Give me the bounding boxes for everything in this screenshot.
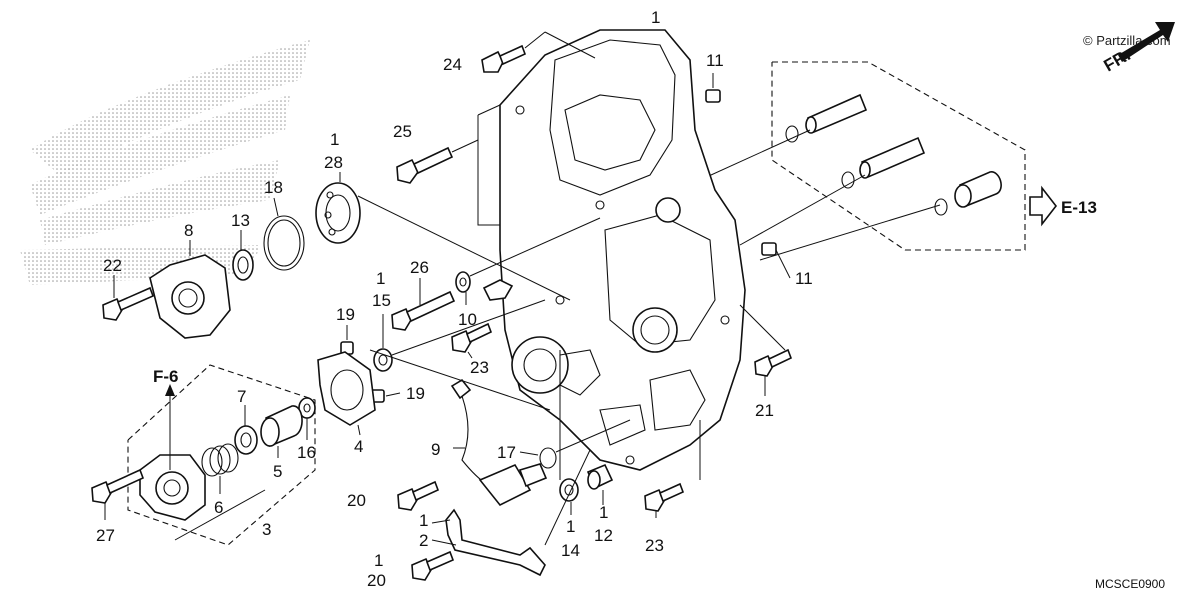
callout-labels: 1 11 24 25 1 28 18 13 8 22 11 26 1 15 10… — [96, 8, 813, 590]
bearing-housing-8 — [149, 240, 231, 339]
bracket-2 — [431, 508, 546, 577]
washer-10 — [455, 217, 601, 305]
bolt-26 — [391, 278, 456, 331]
callout-9: 9 — [431, 440, 440, 459]
callout-1-2: 1 — [419, 511, 428, 530]
callout-28: 28 — [324, 153, 343, 172]
reference-f6: F-6 — [153, 367, 179, 470]
callout-11-top: 11 — [706, 51, 724, 70]
oil-seal-13 — [232, 230, 254, 281]
callout-10: 10 — [458, 310, 477, 329]
callout-25: 25 — [393, 122, 412, 141]
callout-3: 3 — [262, 520, 271, 539]
callout-23-bottom: 23 — [645, 536, 664, 555]
front-direction-indicator: FR. — [1101, 22, 1175, 75]
callout-12: 12 — [594, 526, 613, 545]
ref-f6-label: F-6 — [153, 367, 179, 386]
oil-pipe-group — [699, 61, 1026, 261]
callout-1-12: 1 — [599, 503, 608, 522]
dowel-pin-11-right — [761, 242, 791, 279]
collar-12 — [586, 463, 614, 505]
speed-sensor-9 — [450, 378, 548, 507]
arrow-up-icon — [165, 384, 175, 396]
callout-15: 15 — [372, 291, 391, 310]
callout-19-top: 19 — [336, 305, 355, 324]
callout-22: 22 — [103, 256, 122, 275]
bolt-22 — [102, 275, 155, 321]
callout-1-14: 1 — [566, 517, 575, 536]
o-ring-18 — [263, 197, 305, 271]
callout-20-mid: 20 — [347, 491, 366, 510]
callout-13: 13 — [231, 211, 250, 230]
gear-7 — [234, 405, 258, 455]
callout-14: 14 — [561, 541, 580, 560]
washer-14 — [559, 350, 579, 515]
pump-assembly-3 — [127, 364, 316, 546]
callout-2: 2 — [419, 531, 428, 550]
o-ring-17 — [519, 419, 631, 469]
reference-e13: E-13 — [1029, 185, 1097, 227]
rotor-5 — [260, 405, 303, 458]
bolt-23-bottom — [644, 420, 701, 518]
callout-17: 17 — [497, 443, 516, 462]
bolt-24 — [481, 31, 596, 73]
bolt-21 — [739, 304, 793, 396]
dowel-pin-19-top — [340, 325, 354, 355]
callout-1-15: 1 — [376, 269, 385, 288]
bolt-20-mid — [397, 480, 440, 511]
bolt-27 — [91, 468, 145, 520]
callout-26: 26 — [410, 258, 429, 277]
callout-1-20: 1 — [374, 551, 383, 570]
callout-5: 5 — [273, 462, 282, 481]
callout-23-mid: 23 — [470, 358, 489, 377]
callout-27: 27 — [96, 526, 115, 545]
spring-6 — [201, 443, 239, 494]
direction-arrow-icon — [1118, 22, 1175, 62]
callout-18: 18 — [264, 178, 283, 197]
oil-seal-15 — [373, 299, 546, 372]
callout-21: 21 — [755, 401, 774, 420]
bolt-20-bottom — [411, 550, 455, 581]
callout-1-top: 1 — [651, 8, 660, 27]
callout-19-bottom: 19 — [406, 384, 425, 403]
callout-4: 4 — [354, 437, 363, 456]
callout-8: 8 — [184, 221, 193, 240]
leader-sensor-bracket — [544, 449, 591, 546]
bolt-23-mid — [451, 322, 493, 359]
pump-body-3 — [139, 454, 206, 521]
arrow-right-icon — [1029, 185, 1058, 227]
bearing-28 — [315, 172, 571, 301]
callout-7: 7 — [237, 387, 246, 406]
callout-24: 24 — [443, 55, 462, 74]
gasket-4 — [317, 349, 551, 436]
callout-1-28: 1 — [330, 130, 339, 149]
callout-20-bottom: 20 — [367, 571, 386, 590]
washer-16 — [298, 397, 316, 440]
dowel-pin-11-top — [705, 73, 721, 103]
bolt-25 — [396, 104, 501, 226]
diagram-code: MCSCE0900 — [1095, 577, 1165, 591]
engine-outline-shading — [20, 40, 310, 285]
rear-crankcase-cover — [482, 29, 746, 471]
callout-16: 16 — [297, 443, 316, 462]
callout-6: 6 — [214, 498, 223, 517]
callout-11-right: 11 — [795, 269, 813, 288]
ref-e13-label: E-13 — [1061, 198, 1097, 217]
